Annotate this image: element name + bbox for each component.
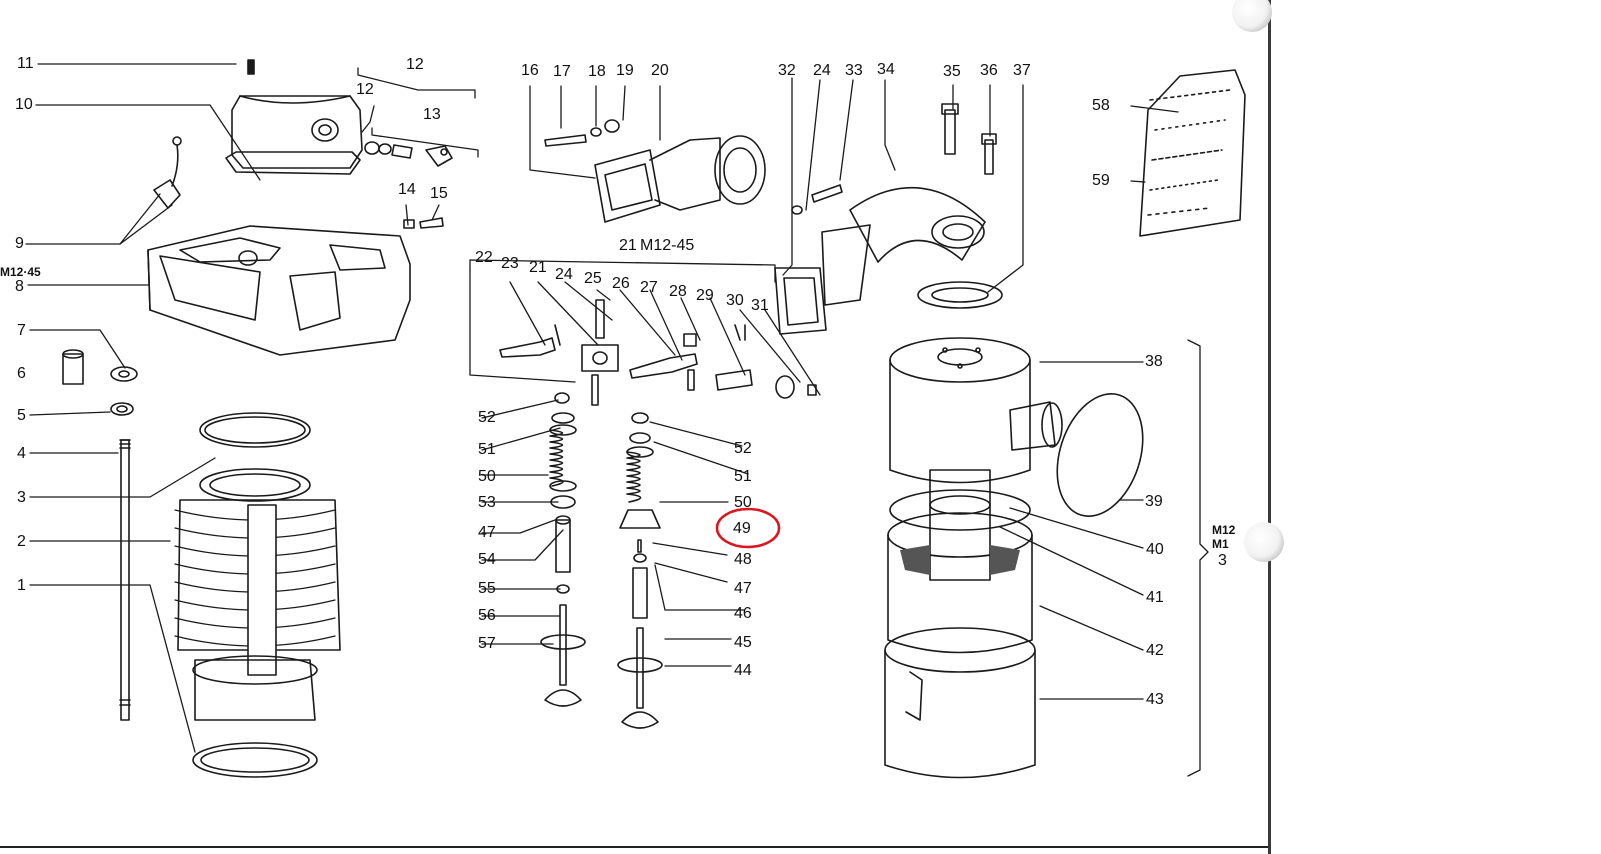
inlet-manifold	[544, 119, 766, 223]
callout-19: 19	[616, 62, 634, 79]
callout-15: 15	[430, 185, 448, 202]
callout-20: 20	[651, 62, 669, 79]
callout-50: 50	[478, 468, 496, 485]
callout-28: 28	[669, 283, 687, 300]
callout-54: 54	[478, 551, 496, 568]
callout-16: 16	[521, 62, 539, 79]
cylinder-head	[147, 59, 411, 356]
model-label-m1: M1	[1212, 537, 1229, 551]
callout-49: 49	[733, 520, 751, 537]
callout-38: 38	[1145, 353, 1163, 370]
model-label-m1245: M12·45	[0, 265, 41, 279]
callout-4: 4	[17, 445, 26, 462]
model-label-3: 3	[1218, 552, 1227, 569]
callout-55: 55	[478, 580, 496, 597]
callout-31: 31	[751, 297, 769, 314]
callout-21: 21	[619, 237, 637, 254]
callout-25: 25	[584, 270, 602, 287]
callout-58: 58	[1092, 97, 1110, 114]
model-label-m12: M12	[1212, 523, 1236, 537]
callout-13: 13	[423, 106, 441, 123]
callout-26: 26	[612, 275, 630, 292]
callout-53: 53	[478, 494, 496, 511]
callout-12: 12	[356, 81, 374, 98]
callout-52: 52	[478, 409, 496, 426]
callout-35: 35	[943, 63, 961, 80]
callout-11: 11	[17, 55, 34, 72]
callout-10: 10	[15, 96, 33, 113]
callout-24: 24	[555, 266, 573, 283]
callout-3: 3	[17, 489, 26, 506]
highlight-circle	[715, 507, 781, 549]
callout-44: 44	[734, 662, 752, 679]
callout-51: 51	[478, 441, 496, 458]
rocker-arms	[499, 299, 817, 406]
callout-14: 14	[398, 181, 416, 198]
callout-29: 29	[696, 287, 714, 304]
callout-17: 17	[553, 63, 571, 80]
binder-hole-middle	[1244, 522, 1284, 562]
callout-22: 22	[475, 249, 493, 266]
callout-59: 59	[1092, 172, 1110, 189]
callout-39: 39	[1145, 493, 1163, 510]
callout-57: 57	[478, 635, 496, 652]
callout-6: 6	[17, 365, 26, 382]
callout-33: 33	[845, 62, 863, 79]
callout-2: 2	[17, 533, 26, 550]
callout-7: 7	[17, 322, 26, 339]
sheet-bottom-edge	[0, 846, 1268, 848]
valve-train-right	[617, 412, 663, 729]
cylinder-barrel	[174, 412, 341, 778]
callout-21: 21	[529, 259, 547, 276]
callout-43: 43	[1146, 691, 1164, 708]
callout-36: 36	[980, 62, 998, 79]
model-label-m12-45: M12-45	[640, 237, 695, 254]
callout-34: 34	[877, 61, 895, 78]
callout-40: 40	[1146, 541, 1164, 558]
callout-23: 23	[501, 255, 519, 272]
callout-9: 9	[15, 235, 24, 252]
callout-32: 32	[778, 62, 796, 79]
callout-47: 47	[478, 524, 496, 541]
callout-51: 51	[734, 468, 752, 485]
callout-30: 30	[726, 292, 744, 309]
callout-56: 56	[478, 607, 496, 624]
callout-50: 50	[734, 494, 752, 511]
valve-train-left	[540, 392, 586, 707]
studs-and-washers	[62, 349, 138, 721]
rocker-small-parts	[364, 141, 453, 229]
callout-52: 52	[734, 440, 752, 457]
callout-48: 48	[734, 551, 752, 568]
callout-18: 18	[588, 63, 606, 80]
manual-fragment	[1139, 69, 1246, 237]
callout-47: 47	[734, 580, 752, 597]
callout-1: 1	[17, 577, 26, 594]
callout-45: 45	[734, 634, 752, 651]
binder-hole-top	[1232, 0, 1272, 32]
callout-41: 41	[1146, 589, 1164, 606]
sheet-edge	[1268, 0, 1271, 854]
callout-24: 24	[813, 62, 831, 79]
callout-42: 42	[1146, 642, 1164, 659]
callout-27: 27	[640, 279, 658, 296]
callout-46: 46	[734, 605, 752, 622]
callout-8: 8	[15, 278, 24, 295]
callout-5: 5	[17, 407, 26, 424]
exhaust-elbow	[774, 103, 1003, 335]
callout-12: 12	[406, 56, 424, 73]
air-filter	[884, 337, 1144, 779]
callout-37: 37	[1013, 62, 1031, 79]
